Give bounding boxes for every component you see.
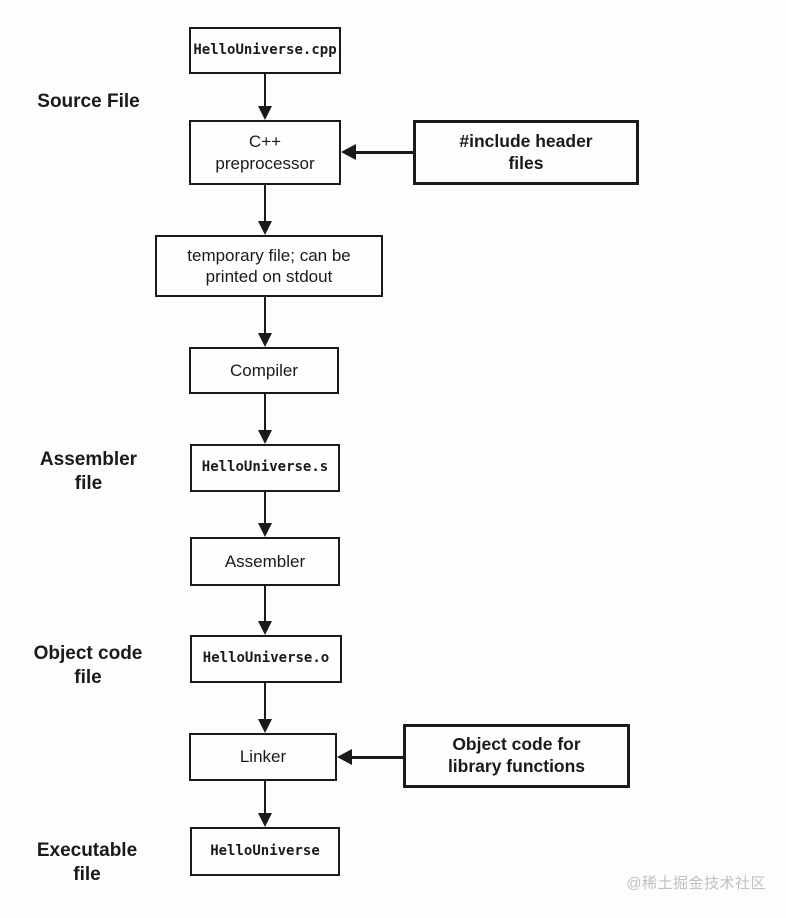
arrow-down-icon (258, 719, 272, 733)
arrow-down-icon (258, 621, 272, 635)
arrow-down-icon (258, 430, 272, 444)
arrow-down-icon (258, 106, 272, 120)
arrow-down-icon (258, 523, 272, 537)
arrow-libraryobjects-to-linker (337, 749, 403, 765)
arrow-source-to-preprocessor (257, 74, 273, 120)
node-assembler: Assembler (190, 537, 340, 586)
arrow-left-icon (341, 144, 356, 160)
arrow-compiler-to-assemblyfile (257, 394, 273, 444)
arrow-linker-to-executable (257, 781, 273, 827)
node-compiler: Compiler (189, 347, 339, 394)
label-executable-file: Executable file (36, 840, 138, 886)
arrow-preprocessor-to-tempfile (257, 185, 273, 235)
arrow-assemblyfile-to-assembler (257, 492, 273, 537)
arrow-down-icon (258, 813, 272, 827)
node-source-file: HelloUniverse.cpp (189, 27, 341, 74)
watermark-text: @稀土掘金技术社区 (626, 875, 766, 892)
arrow-down-icon (258, 333, 272, 347)
label-object-code-file: Object code file (33, 643, 143, 689)
node-library-object-code: Object code for library functions (403, 724, 630, 788)
arrow-headers-to-preprocessor (341, 144, 413, 160)
label-source-file: Source File (37, 91, 140, 112)
arrow-tempfile-to-compiler (257, 297, 273, 347)
arrow-objectfile-to-linker (257, 683, 273, 733)
node-linker: Linker (189, 733, 337, 781)
node-assembly-file: HelloUniverse.s (190, 444, 340, 492)
arrow-down-icon (258, 221, 272, 235)
node-object-file: HelloUniverse.o (190, 635, 342, 683)
node-preprocessor: C++ preprocessor (189, 120, 341, 185)
node-executable: HelloUniverse (190, 827, 340, 876)
label-assembler-file: Assembler file (39, 449, 138, 495)
arrow-left-icon (337, 749, 352, 765)
node-include-headers: #include header files (413, 120, 639, 185)
arrow-assembler-to-objectfile (257, 586, 273, 635)
node-temporary-file: temporary file; can be printed on stdout (155, 235, 383, 297)
